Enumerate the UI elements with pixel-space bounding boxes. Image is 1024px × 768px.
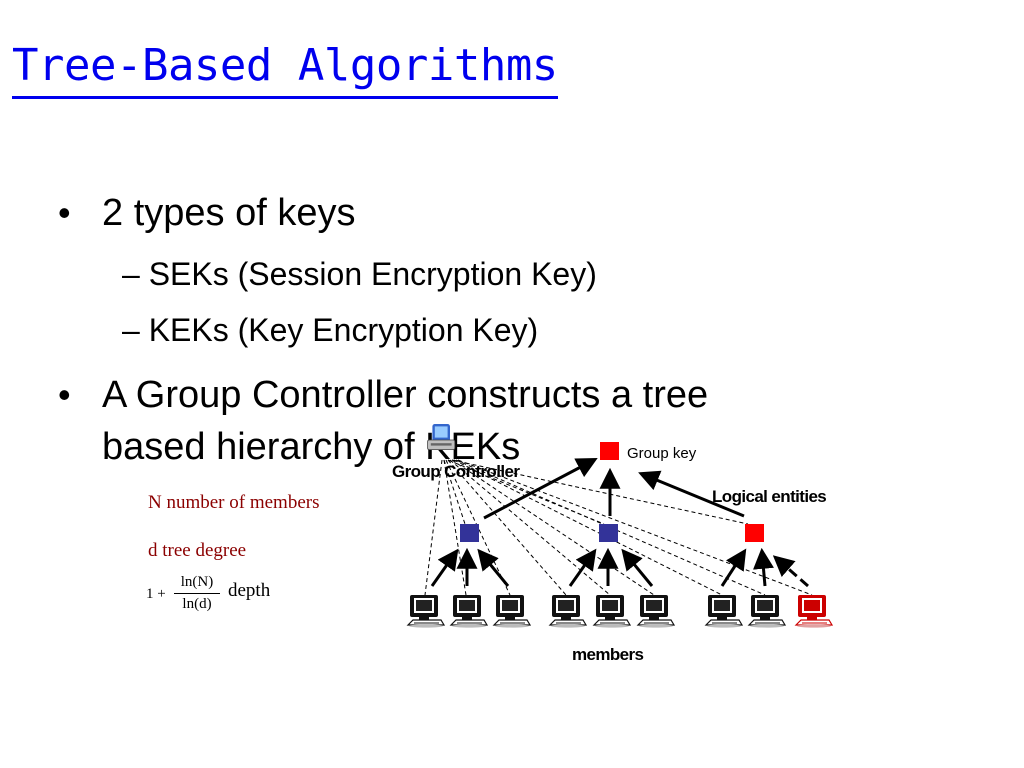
- member-computer-icon: [493, 594, 531, 629]
- formula-denominator: ln(d): [182, 596, 212, 612]
- sub-bullet-keks-text: KEKs (Key Encryption Key): [148, 312, 539, 348]
- edge-m8-kek3: [753, 547, 774, 587]
- edge-m6-kek2: [621, 548, 654, 587]
- sub-dash: –: [122, 312, 140, 348]
- bullet-2-line-1: A Group Controller constructs a tree: [102, 374, 709, 416]
- members-row: [407, 594, 834, 629]
- member-computer-icon: [407, 594, 445, 629]
- formula-depth-label: depth: [228, 580, 271, 601]
- member-computer-icon: [748, 594, 786, 629]
- fraction-bar: [174, 593, 220, 594]
- sub-dash: –: [122, 256, 140, 292]
- sub-bullet-seks-text: SEKs (Session Encryption Key): [148, 256, 597, 292]
- note-n-members: N number of members: [148, 492, 320, 513]
- group-controller-icon: [427, 424, 456, 451]
- group-controller-label: Group Controller: [392, 462, 520, 481]
- tree-edges: [430, 458, 809, 588]
- formula-one-plus: 1 +: [146, 586, 166, 602]
- kek-square-3: [745, 524, 764, 542]
- depth-formula: 1 + ln(N) ln(d) depth: [146, 574, 346, 620]
- edge-kek3-groupkey: [638, 470, 745, 518]
- bullet-dot: •: [58, 374, 71, 415]
- member-computer-icon: [549, 594, 587, 629]
- member-computer-icon: [637, 594, 675, 629]
- edge-kek1-groupkey: [483, 458, 598, 520]
- members-label: members: [572, 645, 644, 664]
- group-key-square: [600, 442, 619, 460]
- edge-m3-kek1: [477, 548, 510, 587]
- edge-m7-kek3: [720, 548, 747, 587]
- new-member-computer-icon: [794, 595, 834, 628]
- note-d-degree: d tree degree: [148, 540, 247, 561]
- logical-entities-label: Logical entities: [712, 487, 827, 506]
- bullet-dot: •: [58, 192, 71, 233]
- edge-m1-kek1: [430, 548, 459, 587]
- bullet-1-text: 2 types of keys: [102, 192, 356, 234]
- member-computer-icon: [593, 594, 631, 629]
- kek-square-1: [460, 524, 479, 542]
- kek-square-2: [599, 524, 618, 542]
- formula-numerator: ln(N): [180, 574, 214, 590]
- member-computer-icon: [705, 594, 743, 629]
- formula-fraction: ln(N) ln(d): [174, 574, 220, 613]
- slide-title: Tree-Based Algorithms: [12, 38, 558, 99]
- edge-m9-kek3: [772, 555, 809, 588]
- member-computer-icon: [450, 594, 488, 629]
- sub-bullet-keks: – KEKs (Key Encryption Key): [122, 312, 538, 349]
- sub-bullet-seks: – SEKs (Session Encryption Key): [122, 256, 597, 293]
- edge-m4-kek2: [568, 548, 597, 587]
- group-key-label: Group key: [627, 445, 697, 462]
